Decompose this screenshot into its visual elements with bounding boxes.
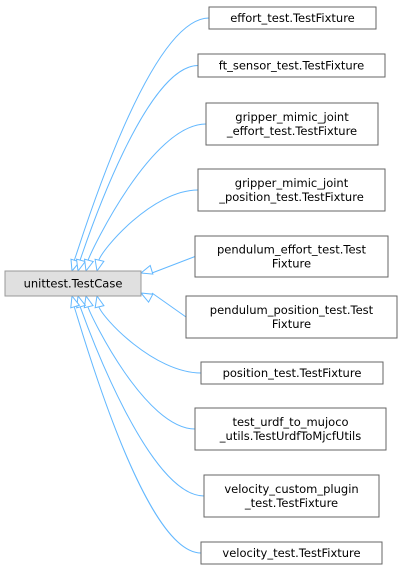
inheritance-edge	[87, 305, 196, 430]
derived-class-node[interactable]: gripper_mimic_joint_position_test.TestFi…	[197, 168, 386, 212]
derived-class-label: Fixture	[272, 317, 311, 331]
inheritance-arrowhead	[94, 294, 105, 309]
derived-class-node[interactable]: pendulum_position_test.TestFixture	[185, 295, 398, 339]
inheritance-edge	[151, 256, 196, 274]
inheritance-arrowhead	[94, 258, 105, 273]
derived-class-label: _test.TestFixture	[244, 496, 338, 510]
derived-class-label: test_urdf_to_mujoco	[232, 415, 348, 429]
derived-class-label: ft_sensor_test.TestFixture	[219, 59, 364, 73]
derived-class-node[interactable]: effort_test.TestFixture	[208, 6, 377, 30]
inheritance-edge	[151, 292, 187, 318]
derived-class-label: gripper_mimic_joint	[235, 176, 349, 190]
derived-class-label: _position_test.TestFixture	[218, 190, 364, 204]
class-nodes: unittest.TestCase effort_test.TestFixture…	[4, 6, 398, 565]
derived-class-node[interactable]: position_test.TestFixture	[200, 361, 384, 385]
derived-class-node[interactable]: gripper_mimic_joint_effort_test.TestFixt…	[205, 102, 379, 146]
inheritance-arrowhead	[83, 294, 94, 309]
inheritance-edge	[73, 305, 202, 554]
inheritance-arrowhead	[75, 258, 87, 273]
inheritance-arrowhead	[139, 264, 154, 275]
inheritance-arrowhead	[70, 294, 81, 309]
derived-class-node[interactable]: velocity_custom_plugin_test.TestFixture	[203, 474, 380, 518]
inheritance-arrowhead	[139, 292, 154, 304]
base-class-node: unittest.TestCase	[4, 270, 142, 297]
derived-class-label: effort_test.TestFixture	[230, 11, 355, 25]
inheritance-edge	[87, 123, 207, 262]
inheritance-edge	[79, 305, 205, 497]
derived-class-node[interactable]: test_urdf_to_mujoco_utils.TestUrdfToMjcf…	[194, 407, 387, 451]
inheritance-arrowhead	[83, 258, 95, 273]
derived-class-label: _effort_test.TestFixture	[226, 124, 357, 138]
base-class-label: unittest.TestCase	[24, 277, 123, 291]
inheritance-edge	[98, 305, 202, 374]
derived-class-label: pendulum_position_test.Test	[210, 303, 374, 317]
derived-class-node[interactable]: velocity_test.TestFixture	[200, 541, 383, 565]
derived-class-node[interactable]: ft_sensor_test.TestFixture	[197, 53, 386, 78]
inheritance-edge	[73, 17, 210, 262]
derived-class-label: velocity_custom_plugin	[224, 482, 358, 496]
derived-class-label: _utils.TestUrdfToMjcfUtils	[219, 429, 361, 443]
derived-class-label: gripper_mimic_joint	[235, 110, 349, 124]
derived-class-label: position_test.TestFixture	[223, 366, 362, 380]
derived-class-node[interactable]: pendulum_effort_test.TestFixture	[194, 235, 389, 278]
derived-class-label: pendulum_effort_test.Test	[217, 243, 367, 257]
derived-class-label: velocity_test.TestFixture	[222, 546, 360, 560]
inheritance-edge	[98, 189, 199, 262]
inheritance-edge	[79, 65, 199, 262]
inheritance-edges	[70, 17, 210, 554]
derived-class-label: Fixture	[272, 257, 311, 271]
